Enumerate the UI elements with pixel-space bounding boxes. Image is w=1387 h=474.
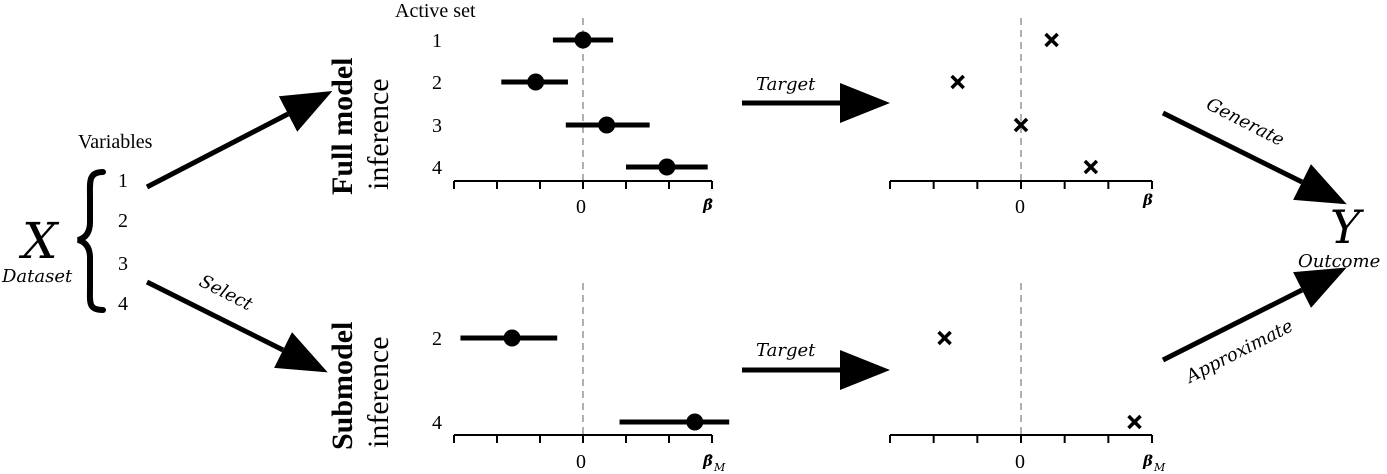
active-set-label: Active set [395, 0, 476, 22]
arrow-to-full-model [145, 91, 333, 190]
dataset-label: Dataset [1, 266, 73, 287]
arrow-approximate [1161, 267, 1347, 363]
point-estimate [686, 413, 704, 431]
row-label: 4 [432, 157, 442, 179]
estimate-axis-subscript: M [713, 461, 726, 474]
approximate-label: Approximate [1181, 316, 1297, 389]
dataset-symbol: X [18, 212, 60, 270]
target-marker [937, 330, 952, 346]
target-marker [1127, 414, 1142, 430]
target-marker [1044, 32, 1059, 48]
row-label: 4 [432, 412, 442, 434]
submodel-title: Submodel [326, 322, 359, 450]
true-axis-label: β [1142, 452, 1153, 470]
target-label: Target [756, 74, 816, 95]
point-estimate [574, 31, 592, 49]
row-label: 2 [432, 72, 442, 94]
submodel-subtitle: inference [362, 336, 395, 448]
zero-tick-label: 0 [1015, 196, 1025, 218]
point-estimate [598, 116, 616, 134]
full-model-subtitle: inference [362, 78, 395, 190]
arrow-generate [1161, 110, 1347, 205]
point-estimate [658, 158, 676, 176]
target-label: Target [756, 340, 816, 361]
target-marker-stroke [1083, 159, 1099, 175]
full-model-title: Full model [326, 57, 359, 195]
row-label: 1 [432, 30, 442, 52]
target-marker-stroke [1127, 414, 1142, 430]
target-marker [1083, 159, 1099, 175]
variable-number: 4 [118, 293, 128, 315]
estimate-axis-label: β̂ [702, 452, 713, 470]
zero-tick-label: 0 [1015, 451, 1025, 473]
zero-tick-label: 0 [576, 451, 586, 473]
target-marker-stroke [1013, 117, 1029, 133]
target-marker-stroke [950, 74, 965, 90]
target-marker [950, 74, 965, 90]
variable-number: 2 [118, 210, 128, 232]
variable-number: 3 [118, 253, 128, 275]
point-estimate [503, 329, 521, 347]
arrow-select [145, 279, 328, 373]
generate-label: Generate [1203, 94, 1288, 151]
estimate-axis-label: β̂ [702, 196, 713, 214]
zero-tick-label: 0 [576, 196, 586, 218]
row-label: 3 [432, 115, 442, 137]
variables-label: Variables [78, 131, 153, 153]
variable-number: 1 [118, 170, 128, 192]
point-estimate [527, 73, 545, 91]
target-marker-stroke [1044, 32, 1059, 48]
true-axis-subscript: M [1153, 461, 1166, 474]
target-marker-stroke [937, 330, 952, 346]
true-axis-label: β [1142, 191, 1153, 209]
row-label: 2 [432, 328, 442, 350]
target-marker [1013, 117, 1029, 133]
outcome-symbol: Y [1330, 200, 1365, 254]
outcome-label: Outcome [1298, 251, 1380, 272]
variables-brace [77, 169, 106, 313]
